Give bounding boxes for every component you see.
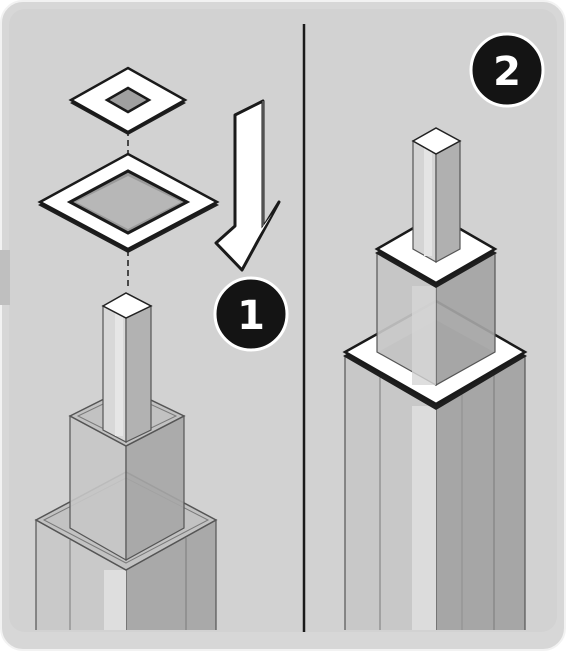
inner-tube-right [411,127,462,264]
panel-edge-tab [0,250,10,305]
step-2-illustration: 2 [342,32,545,630]
step-1-number: 1 [237,293,265,339]
step-1-badge: 1 [213,276,289,352]
step-2-number: 2 [493,49,521,95]
large-collar [37,152,220,253]
down-arrow-icon [214,99,281,272]
step-1-illustration: 1 [34,66,289,630]
inner-tube-left [101,292,153,443]
step-2-badge: 2 [469,32,545,108]
small-collar [68,66,188,135]
outer-tube-right [344,354,526,630]
